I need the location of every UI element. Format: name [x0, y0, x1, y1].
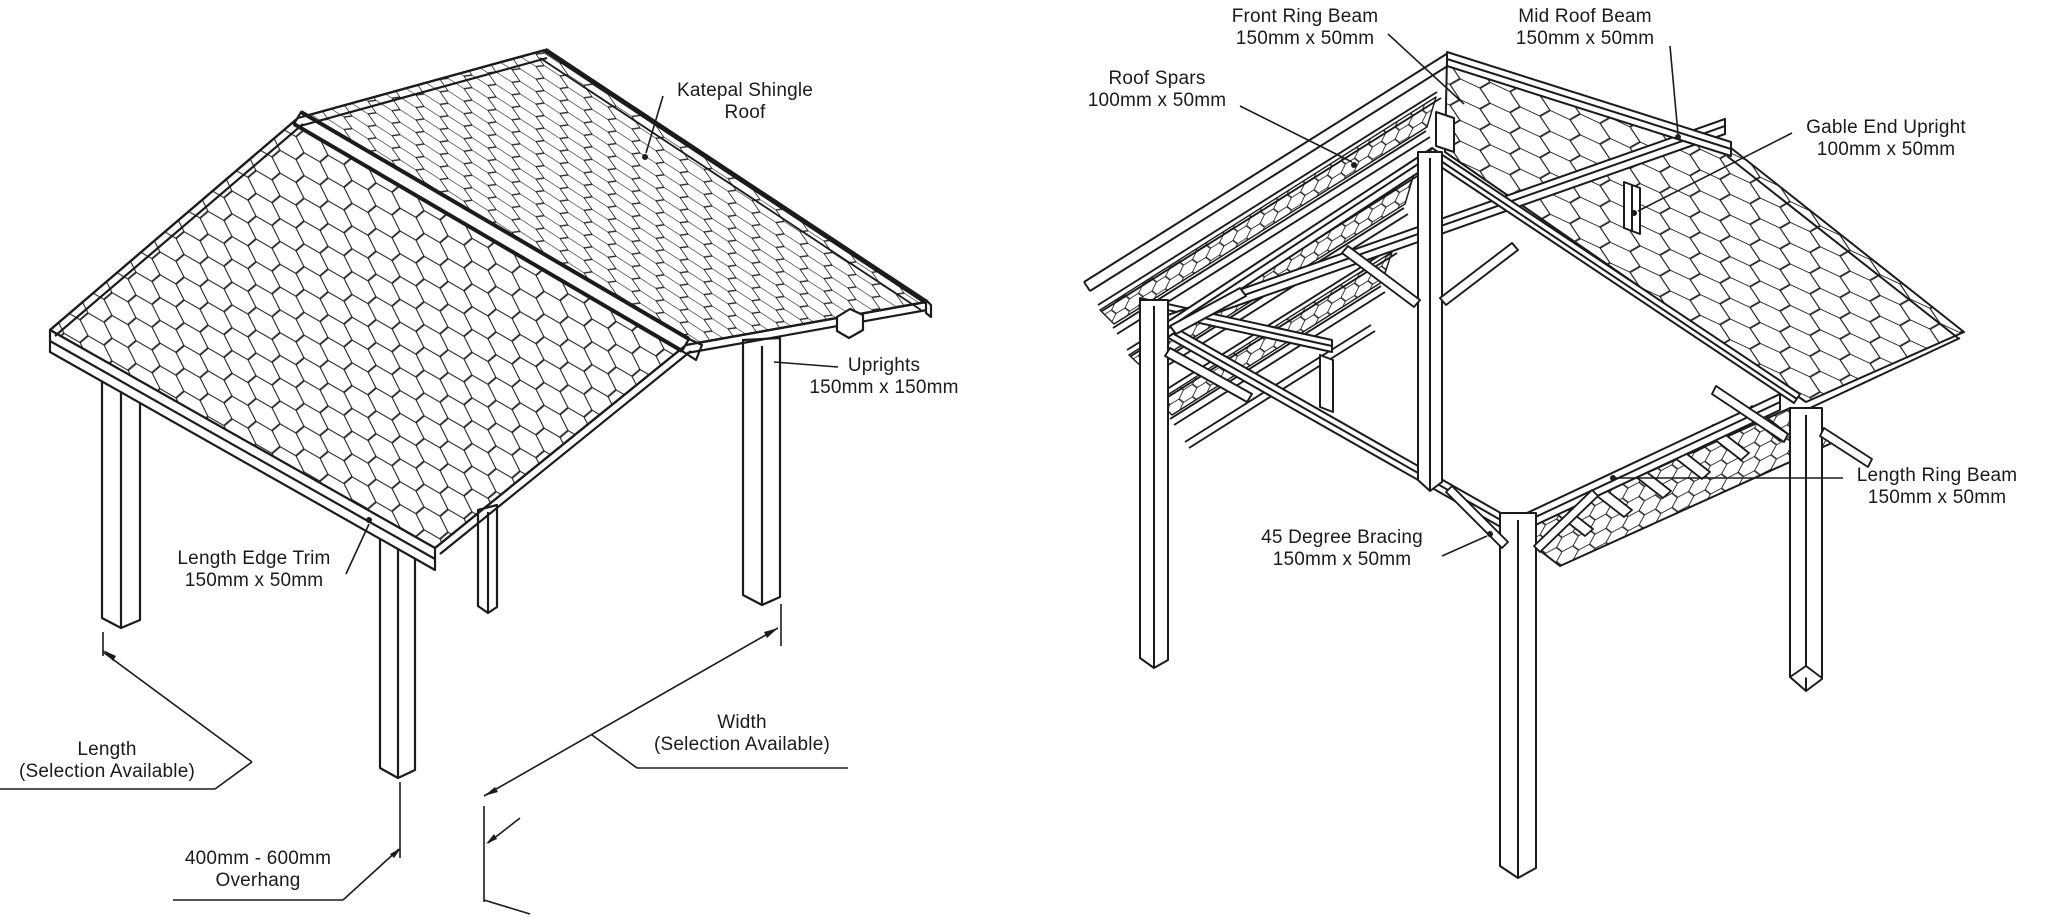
label-line: Gable End Upright [1806, 117, 1966, 138]
label-line: Overhang [215, 870, 301, 891]
near-plane-top-edge [1083, 52, 1455, 292]
label-overhang-dimension: 400mm - 600mm Overhang [185, 848, 331, 892]
label-line: Length Ring Beam [1856, 465, 2018, 486]
label-length-dimension: Length (Selection Available) [19, 739, 195, 783]
arrowhead [103, 650, 116, 661]
overhang-dimension-lines [173, 782, 531, 915]
label-line: Length Edge Trim [177, 548, 331, 569]
label-line: Uprights [847, 355, 921, 376]
upright-post-back-right-stub [476, 503, 499, 615]
upright-post-right [741, 336, 782, 607]
label-line: 150mm x 50mm [1515, 28, 1655, 49]
width-dimension-lines [483, 604, 848, 797]
post-braces-45 [1164, 287, 1873, 553]
label-line: Front Ring Beam [1231, 6, 1379, 27]
label-line: 400mm - 600mm [184, 848, 332, 869]
arrowhead [390, 848, 401, 858]
label-front-ring-beam: Front Ring Beam 150mm x 50mm [1232, 6, 1379, 50]
label-line: 150mm x 50mm [1272, 549, 1412, 570]
label-line: Katepal Shingle [676, 80, 814, 101]
label-line: 150mm x 50mm [184, 570, 324, 591]
arrowhead [764, 628, 778, 638]
label-roof-spars: Roof Spars 100mm x 50mm [1088, 68, 1227, 112]
label-line: 150mm x 150mm [809, 377, 959, 398]
label-width-dimension: Width (Selection Available) [654, 712, 830, 756]
label-line: 100mm x 50mm [1087, 90, 1227, 111]
ridge-upright-post [1417, 111, 1455, 492]
label-line: 100mm x 50mm [1816, 139, 1956, 160]
label-45-degree-bracing: 45 Degree Bracing 150mm x 50mm [1261, 527, 1423, 571]
leader-lines-right [1239, 33, 1843, 557]
label-line: 150mm x 50mm [1867, 487, 2007, 508]
label-line: Width [717, 712, 767, 733]
label-line: Roof [724, 102, 766, 123]
arrowhead [486, 834, 497, 844]
width-edge-trim-end-piece [835, 307, 865, 340]
frame-post-right [1789, 407, 1823, 692]
frame-far-shingle-plane [1444, 57, 1965, 409]
length-dimension-lines [0, 632, 253, 790]
mid-roof-beam [1446, 51, 1732, 157]
upright-post-back-left [100, 380, 142, 630]
length-edge-trim-band [48, 328, 437, 572]
frame-post-front [1499, 512, 1537, 879]
frame-post-left [1139, 299, 1169, 669]
leader-lines-left [345, 95, 839, 575]
label-length-ring-beam: Length Ring Beam 150mm x 50mm [1857, 465, 2018, 509]
label-line: Length [77, 739, 137, 760]
arrowhead [484, 787, 498, 796]
label-mid-roof-beam: Mid Roof Beam 150mm x 50mm [1516, 6, 1655, 50]
label-line: Mid Roof Beam [1518, 6, 1652, 27]
frame-view [1083, 33, 1965, 879]
label-gable-end-upright: Gable End Upright 100mm x 50mm [1806, 117, 1966, 161]
gable-braces [1341, 242, 1519, 308]
gable-end-upright-far [1623, 181, 1641, 235]
label-line: 150mm x 50mm [1235, 28, 1375, 49]
label-line: (Selection Available) [18, 761, 196, 782]
roof-edge-lines [49, 47, 933, 555]
label-uprights: Uprights 150mm x 150mm [809, 355, 958, 399]
label-line: Roof Spars [1108, 68, 1206, 89]
label-katepal-shingle-roof: Katepal Shingle Roof [677, 80, 813, 124]
gable-end-upright-near [1319, 354, 1334, 413]
upright-post-front [378, 536, 417, 780]
label-line: (Selection Available) [653, 734, 831, 755]
label-line: 45 Degree Bracing [1261, 527, 1423, 548]
label-length-edge-trim: Length Edge Trim 150mm x 50mm [177, 548, 330, 592]
assembled-view [0, 47, 933, 915]
